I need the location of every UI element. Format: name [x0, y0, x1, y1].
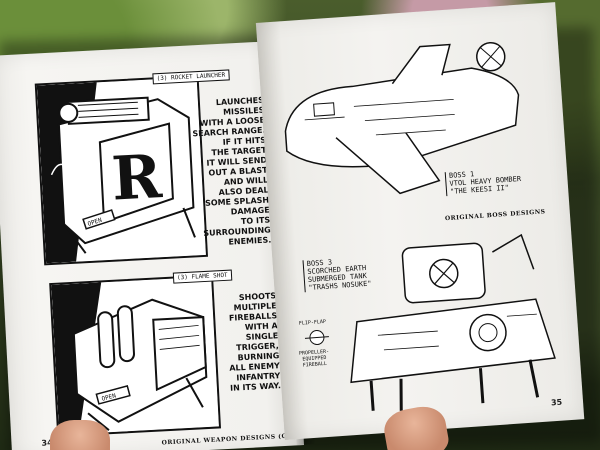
boss-section-title: ORIGINAL BOSS DESIGNS	[444, 208, 546, 223]
boss1-bomber-drawing	[284, 41, 520, 195]
flip-flap-description: PROPELLER- EQUIPPED FIREBALL	[298, 348, 330, 369]
boss3-label: BOSS 3 SCORCHED EARTH SUBMERGED TANK "TR…	[302, 255, 372, 293]
box-letter: R	[110, 142, 165, 215]
flip-flap-drawing	[304, 330, 329, 346]
box-open-label: OPEN	[87, 217, 103, 228]
flip-flap-label: FLIP-FLAP	[298, 318, 327, 327]
flame-shot-illustration: OPEN	[49, 274, 222, 437]
rocket-launcher-illustration: R OPEN	[34, 75, 209, 266]
boss3-tank-drawing	[350, 233, 556, 411]
rocket-launcher-description: LAUNCHES MISSILES WITH A LOOSE SEARCH RA…	[192, 95, 272, 247]
rocket-launcher-tag: (3) ROCKET LAUNCHER	[152, 69, 230, 85]
right-page-number: 35	[550, 397, 563, 408]
box-open-label-2: OPEN	[101, 392, 117, 403]
flame-shot-description: SHOOTS MULTIPLE FIREBALLS WITH A SINGLE …	[228, 291, 282, 393]
left-page: R OPEN (3) ROCKET LAUNCHER LAUNCHES MISS…	[0, 40, 320, 450]
flame-shot-drawing: OPEN	[51, 276, 219, 435]
right-page: BOSS 1 VTOL HEAVY BOMBER "THE KEESI II" …	[255, 2, 585, 441]
rocket-launcher-drawing: R OPEN	[36, 77, 206, 264]
left-thumb	[50, 420, 110, 450]
flame-shot-tag: (3) FLAME SHOT	[172, 269, 232, 284]
